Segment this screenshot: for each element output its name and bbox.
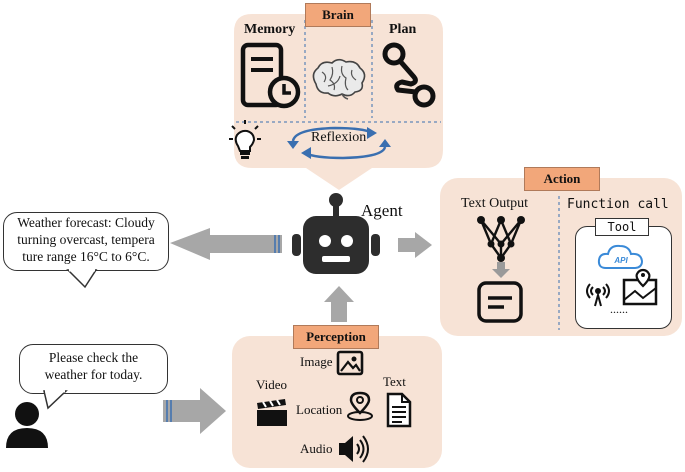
input-speech-bubble: Please check the weather for today. [19, 344, 168, 394]
action-title: Action [524, 167, 600, 191]
audio-label: Audio [300, 441, 333, 456]
plan-label: Plan [389, 22, 417, 37]
tool-more-indicator: ...... [610, 302, 628, 316]
robot-icon [292, 193, 380, 274]
arrow-down-icon [492, 262, 510, 278]
text-output-label: Text Output [461, 196, 529, 211]
api-cloud-icon: API [597, 244, 644, 269]
image-icon [336, 350, 364, 376]
output-bubble-line: ture range 16°C to 6°C. [22, 249, 150, 264]
lightbulb-icon [229, 120, 261, 159]
output-bubble-line: turning overcast, tempera [17, 232, 155, 247]
function-call-label: Function call [567, 197, 669, 212]
memory-label: Memory [244, 22, 296, 37]
reflexion-cycle-icon [287, 126, 391, 160]
tool-label: Tool [595, 218, 649, 236]
map-location-icon [622, 268, 658, 306]
output-bubble-line: Weather forecast: Cloudy [17, 215, 155, 230]
video-label: Video [256, 377, 287, 392]
brain-title: Brain [305, 3, 371, 27]
perception-title: Perception [293, 325, 379, 349]
broadcast-tower-icon [586, 283, 610, 307]
location-label: Location [296, 402, 343, 417]
output-speech-bubble: Weather forecast: Cloudy turning overcas… [3, 212, 169, 271]
image-label: Image [300, 354, 333, 369]
api-label: API [613, 256, 628, 265]
input-bubble-line: Please check the [48, 350, 139, 365]
memory-icon [240, 42, 301, 109]
location-pin-icon [347, 391, 373, 421]
reflexion-label: Reflexion [311, 130, 367, 145]
user-icon [6, 402, 48, 448]
neural-network-icon [477, 216, 525, 262]
input-bubble-line: weather for today. [44, 367, 143, 382]
agent-label: Agent [361, 201, 403, 220]
text-label: Text [383, 374, 406, 389]
text-document-icon [386, 392, 412, 428]
brain-icon [312, 58, 366, 100]
plan-icon [382, 42, 436, 108]
tool-box [575, 226, 672, 329]
text-output-icon [477, 281, 523, 323]
video-clapperboard-icon [257, 399, 287, 426]
audio-speaker-icon [339, 435, 369, 463]
